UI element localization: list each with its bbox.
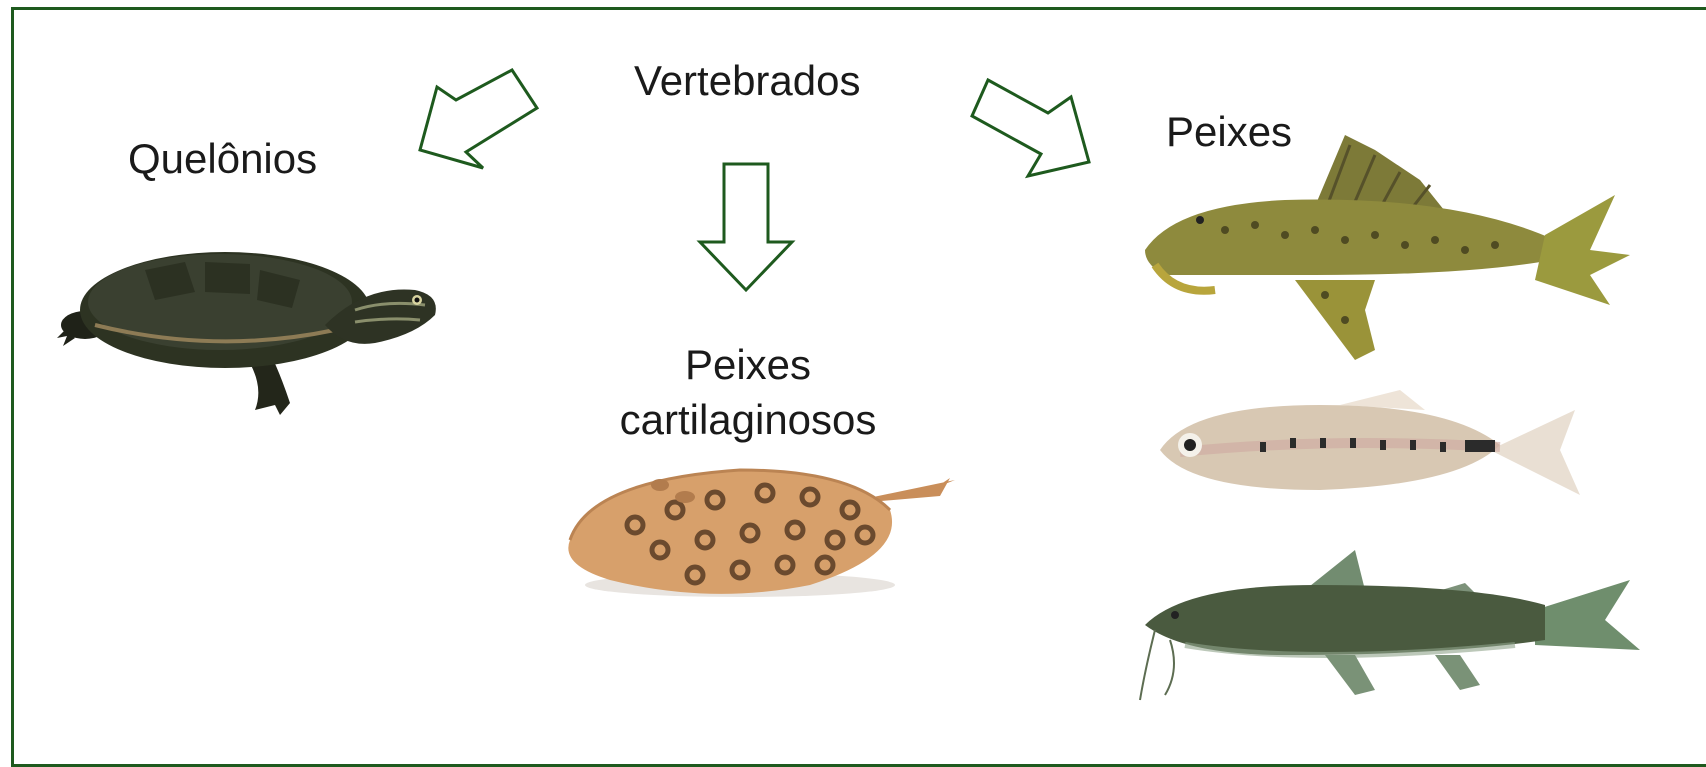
arrow-down-icon <box>696 162 796 293</box>
quelonios-label: Quelônios <box>128 135 318 182</box>
arrow-down-right-icon <box>970 77 1091 179</box>
cartilaginosos-line2: cartilaginosos <box>619 395 877 443</box>
cartilaginosos-line1: Peixes <box>684 341 812 388</box>
characin-fish-icon <box>1160 390 1580 495</box>
root-label: Vertebrados <box>634 57 861 104</box>
peixes-label: Peixes <box>1166 108 1293 155</box>
stingray-icon <box>568 468 955 597</box>
catfish-icon <box>1139 550 1640 701</box>
cartilaginosos-label: Peixes cartilaginosos <box>600 338 896 447</box>
arrow-down-left-icon <box>418 68 540 170</box>
turtle-icon <box>57 252 436 415</box>
arrow-down-left <box>418 68 1091 293</box>
pleco-fish-icon <box>1145 135 1630 360</box>
